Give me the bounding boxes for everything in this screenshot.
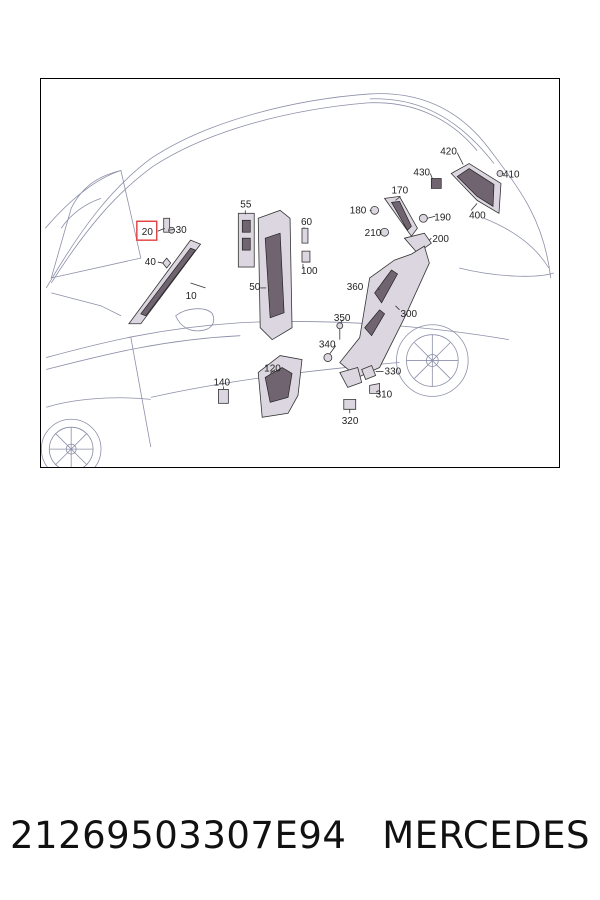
- callout-430: 430: [413, 168, 430, 179]
- part-fasteners: [323, 322, 380, 410]
- callout-30: 30: [176, 225, 188, 236]
- callout-50: 50: [249, 282, 261, 293]
- callout-labels: 20 30 40 10 55 60 100 50 120 140 170 180…: [142, 147, 520, 428]
- part-lower-b-pillar: [218, 355, 303, 418]
- callout-210: 210: [365, 228, 382, 239]
- callout-60: 60: [301, 217, 313, 228]
- callout-340: 340: [319, 340, 336, 351]
- callout-310: 310: [376, 389, 393, 400]
- callout-180: 180: [350, 205, 367, 216]
- callout-360: 360: [347, 282, 364, 293]
- callout-10: 10: [186, 291, 198, 302]
- caption-bar: 21269503307E94 MERCEDES: [10, 800, 590, 870]
- brand-name: MERCEDES: [382, 813, 590, 857]
- part-c-pillar-upper: [370, 195, 432, 254]
- callout-140: 140: [213, 377, 230, 388]
- callout-40: 40: [145, 257, 157, 268]
- callout-120: 120: [264, 363, 281, 374]
- callout-400: 400: [469, 210, 486, 221]
- part-rear-window-trim: [430, 163, 504, 214]
- part-rear-quarter-trim: [339, 245, 430, 388]
- parts-diagram: 20 30 40 10 55 60 100 50 120 140 170 180…: [40, 78, 560, 468]
- part-clips-front: [162, 217, 176, 269]
- callout-20: 20: [142, 227, 154, 238]
- callout-200: 200: [432, 234, 449, 245]
- callout-320: 320: [342, 416, 359, 427]
- callout-300: 300: [400, 309, 417, 320]
- part-number: 21269503307E94: [10, 813, 347, 857]
- part-a-pillar-trim: [128, 239, 206, 325]
- part-b-pillar-trim: [237, 209, 311, 341]
- callout-highlight-box: [136, 220, 158, 241]
- callout-410: 410: [503, 169, 520, 180]
- car-body-outline: [41, 93, 554, 467]
- callout-100: 100: [301, 266, 318, 277]
- leader-lines: [157, 152, 504, 414]
- callout-420: 420: [440, 147, 457, 158]
- callout-350: 350: [334, 313, 351, 324]
- callout-330: 330: [385, 366, 402, 377]
- callout-190: 190: [434, 212, 451, 223]
- callout-55: 55: [240, 199, 252, 210]
- diagram-canvas: 20 30 40 10 55 60 100 50 120 140 170 180…: [41, 93, 554, 467]
- callout-170: 170: [392, 185, 409, 196]
